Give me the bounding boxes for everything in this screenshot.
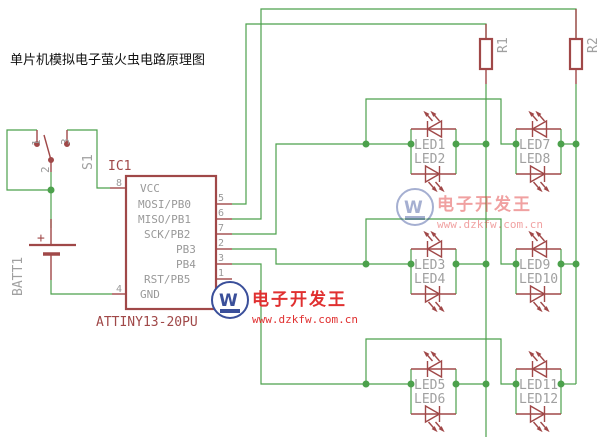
- resistor-label-r2: R2: [586, 37, 601, 53]
- switch-pin-2: 2: [39, 166, 52, 173]
- switch-label: S1: [81, 154, 96, 170]
- watermark-top: W 电子开发王 www.dzkfw.com.cn: [396, 188, 543, 231]
- led-bottom-diode-icon: [529, 404, 550, 433]
- led-top-diode-icon: [423, 230, 443, 259]
- watermark-url: www.dzkfw.com.cn: [437, 218, 543, 231]
- ic-part-number: ATTINY13-20PU: [96, 315, 198, 330]
- junction: [47, 186, 55, 194]
- switch-pin-3: 3: [59, 138, 72, 145]
- led-top-diode-icon: [423, 110, 443, 139]
- led-label-top: LED7: [519, 138, 550, 153]
- ic-label-miso: MISO/PB1: [138, 213, 191, 226]
- led-label-bottom: LED10: [519, 272, 558, 287]
- ic-label-rst: RST/PB5: [144, 273, 190, 286]
- ic-label-mosi: MOSI/PB0: [138, 198, 191, 211]
- led-label-top: LED5: [414, 378, 445, 393]
- resistor-label-r1: R1: [496, 37, 511, 53]
- led-label-bottom: LED8: [519, 152, 550, 167]
- ic-label-pb4: PB4: [176, 258, 196, 271]
- led-bottom-diode-icon: [529, 284, 550, 313]
- led-top-diode-icon: [528, 230, 548, 259]
- ic-pin-5: 5: [218, 193, 224, 204]
- watermark-url: www.dzkfw.com.cn: [252, 313, 358, 326]
- led-label-top: LED9: [519, 258, 550, 273]
- battery-label: BATT1: [11, 257, 26, 296]
- led-label-bottom: LED4: [414, 272, 445, 287]
- ic-pin-7: 7: [218, 223, 224, 234]
- led-label-top: LED11: [519, 378, 558, 393]
- battery-batt1: + BATT1: [11, 219, 126, 296]
- ic-pin-1: 1: [218, 268, 224, 279]
- led-top-diode-icon: [423, 350, 443, 379]
- led-top-diode-icon: [528, 350, 548, 379]
- ic-pin-3: 3: [218, 253, 224, 264]
- watermark-brand: 电子开发王: [252, 289, 347, 310]
- led-bottom-diode-icon: [424, 284, 445, 313]
- ic-pin-2: 2: [218, 238, 224, 249]
- ic-name: IC1: [108, 159, 131, 174]
- ic-label-gnd: GND: [140, 288, 160, 301]
- watermark-logo-icon: [396, 188, 434, 226]
- watermark-brand: 电子开发王: [437, 194, 532, 215]
- led-array: LED1LED2LED7LED8LED3LED4LED9LED10LED5LED…: [407, 110, 565, 433]
- resistor-r2: R2: [568, 9, 601, 84]
- led-label-top: LED1: [414, 138, 445, 153]
- diagram-title: 单片机模拟电子萤火虫电路原理图: [10, 52, 205, 68]
- led-label-bottom: LED12: [519, 392, 558, 407]
- battery-plus: +: [37, 231, 45, 246]
- switch-s1: 1 2 3 S1: [6, 129, 110, 228]
- ic1-attiny13: IC1 8 4 VCC MOSI/PB0 MISO/PB1 SCK/PB2 PB…: [96, 159, 232, 330]
- svg-text:W: W: [404, 198, 423, 218]
- ic-label-pb3: PB3: [176, 243, 196, 256]
- led-bottom-diode-icon: [424, 404, 445, 433]
- watermark-bottom: W 电子开发王 www.dzkfw.com.cn: [211, 281, 358, 326]
- ic-label-vcc: VCC: [140, 182, 160, 195]
- ic-label-sck: SCK/PB2: [144, 228, 190, 241]
- led-label-bottom: LED2: [414, 152, 445, 167]
- ic-pin-4: 4: [116, 284, 122, 295]
- led-bottom-diode-icon: [424, 164, 445, 193]
- ic-pin-6: 6: [218, 208, 224, 219]
- led-label-bottom: LED6: [414, 392, 445, 407]
- led-label-top: LED3: [414, 258, 445, 273]
- led-top-diode-icon: [528, 110, 548, 139]
- svg-text:W: W: [219, 291, 238, 311]
- led-bottom-diode-icon: [529, 164, 550, 193]
- ic-pin-8: 8: [116, 178, 122, 189]
- switch-pin-1: 1: [30, 139, 43, 146]
- resistor-r1: R1: [478, 24, 511, 84]
